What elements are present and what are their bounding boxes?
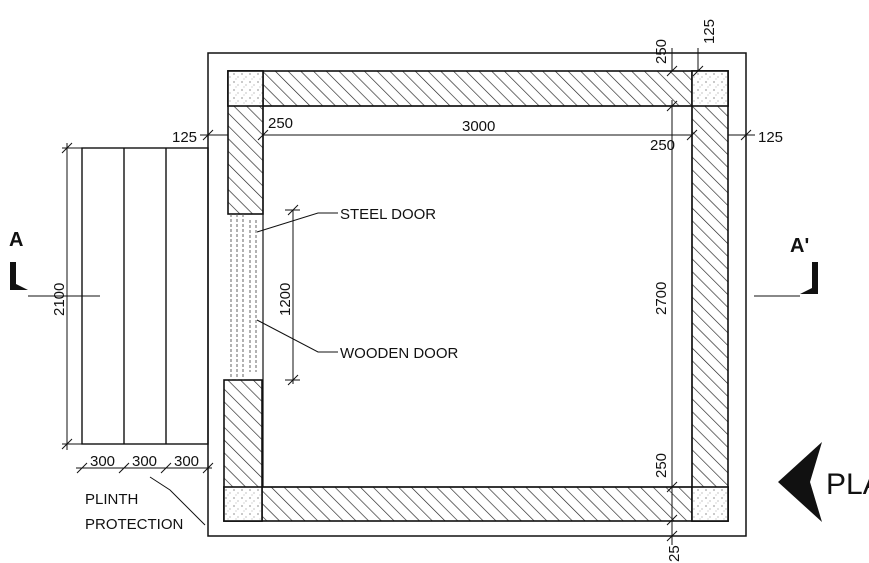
corner-column-tl <box>227 70 264 107</box>
dim-top-wall: 250 <box>653 39 670 64</box>
wooden-door-label: WOODEN DOOR <box>340 345 458 362</box>
top-wall <box>227 70 729 107</box>
dim-interior-width: 3000 <box>462 118 495 135</box>
dim-step-2: 300 <box>132 453 157 470</box>
dim-left-offset: 125 <box>172 129 197 146</box>
bottom-wall <box>223 486 729 522</box>
steel-door-label: STEEL DOOR <box>340 206 436 223</box>
section-marker-right <box>754 262 818 297</box>
dim-bottom-wall: 250 <box>653 453 670 478</box>
plinth-label-line1: PLINTH <box>85 491 138 508</box>
dim-left-wall: 250 <box>268 115 293 132</box>
dim-interior-height: 2700 <box>653 282 670 315</box>
plan-arrow-icon <box>778 442 822 522</box>
dim-right-wall: 250 <box>650 137 675 154</box>
dim-bottom-offset: 25 <box>666 545 683 562</box>
section-marker-left <box>10 262 100 297</box>
door-opening <box>230 214 257 380</box>
corner-column-bl <box>223 486 263 522</box>
dim-right-offset: 125 <box>758 129 783 146</box>
dim-door-width: 1200 <box>277 283 294 316</box>
room-interior <box>262 105 693 488</box>
plan-title: PLA <box>826 468 869 501</box>
section-label-a: A <box>9 229 23 251</box>
plinth-label-line2: PROTECTION <box>85 516 183 533</box>
section-label-a-prime: A' <box>790 235 809 257</box>
dimension-lines <box>61 48 755 545</box>
right-wall <box>691 70 729 522</box>
dim-top-offset: 125 <box>701 19 718 44</box>
dim-steps-height: 2100 <box>51 283 68 316</box>
dim-step-3: 300 <box>174 453 199 470</box>
dim-step-1: 300 <box>90 453 115 470</box>
corner-column-tr <box>691 70 729 107</box>
entry-steps <box>81 147 209 445</box>
corner-column-br <box>691 486 729 522</box>
